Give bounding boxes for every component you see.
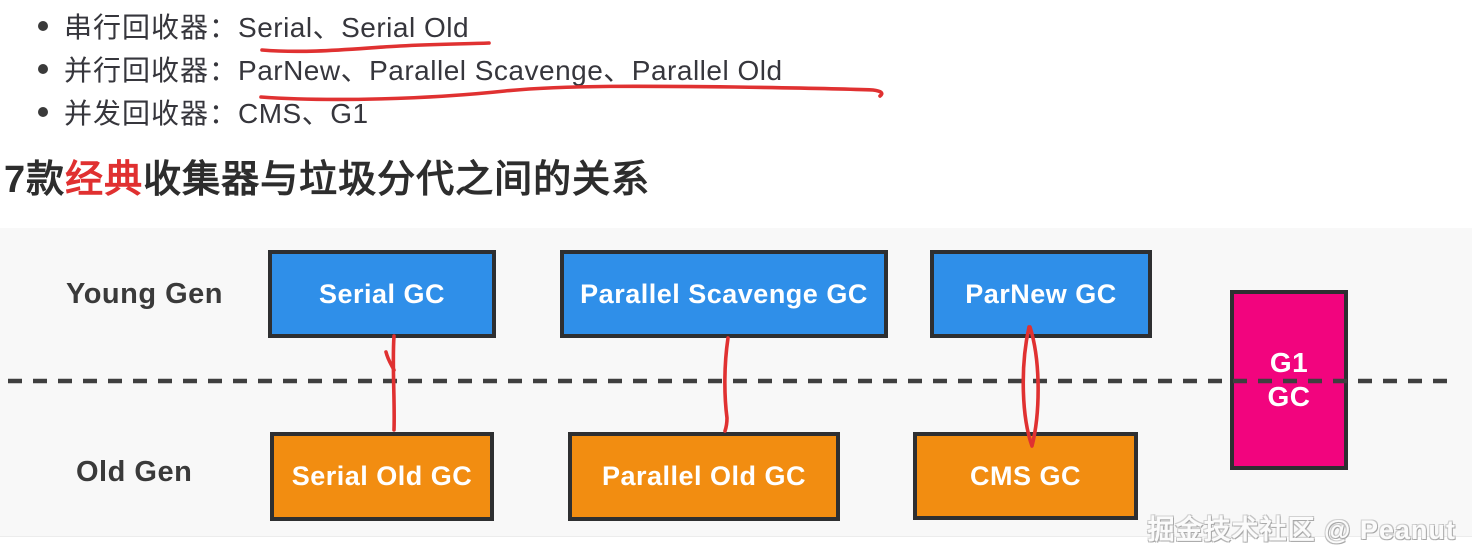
list-item: 串行回收器： Serial、Serial Old — [38, 4, 783, 47]
bullet-label: 并发回收器： — [64, 97, 239, 129]
heading-suffix: 收集器与垃圾分代之间的关系 — [143, 159, 651, 201]
box-serial-gc: Serial GC — [268, 250, 496, 338]
watermark: 掘金技术社区 @ Peanut — [1147, 515, 1456, 545]
box-label: Parallel Scavenge GC — [580, 278, 868, 309]
bullet-value: Serial、Serial Old — [238, 11, 470, 43]
old-gen-label: Old Gen — [76, 456, 193, 488]
bullet-value: CMS、G1 — [238, 97, 369, 129]
bullet-icon — [38, 106, 48, 117]
bullet-label: 并行回收器： — [64, 54, 239, 86]
young-gen-label: Young Gen — [66, 278, 224, 310]
box-label-line2: GC — [1267, 381, 1311, 412]
bullet-value: ParNew、Parallel Scavenge、Parallel Old — [238, 54, 783, 86]
box-cms-gc: CMS GC — [913, 432, 1138, 520]
box-g1-gc: G1 GC — [1230, 290, 1348, 470]
box-label: Serial Old GC — [291, 461, 473, 491]
gc-generation-diagram: Young Gen Old Gen Serial GC Parallel Sca… — [0, 228, 1472, 537]
heading-highlight: 经典 — [65, 159, 144, 201]
box-label: Serial GC — [318, 278, 446, 309]
list-item: 并行回收器： ParNew、Parallel Scavenge、Parallel… — [38, 47, 783, 90]
bullet-icon — [38, 63, 48, 74]
box-label-line1: G1 — [1269, 347, 1309, 378]
box-parnew-gc: ParNew GC — [930, 250, 1152, 338]
box-label: ParNew GC — [965, 278, 1117, 309]
generation-divider-dashed-line — [8, 378, 1450, 384]
list-item: 并发回收器： CMS、G1 — [38, 90, 783, 133]
box-label: CMS GC — [970, 460, 1081, 491]
box-label: Parallel Old GC — [601, 461, 807, 491]
page-title: 7款经典收集器与垃圾分代之间的关系 — [4, 148, 650, 203]
heading-prefix: 7款 — [4, 159, 66, 201]
bullet-icon — [38, 20, 48, 31]
box-serial-old-gc: Serial Old GC — [270, 432, 494, 521]
bullet-label: 串行回收器： — [64, 11, 239, 43]
box-parallel-old-gc: Parallel Old GC — [568, 432, 840, 521]
box-parallel-scavenge-gc: Parallel Scavenge GC — [560, 250, 888, 338]
gc-summary-list: 串行回收器： Serial、Serial Old 并行回收器： ParNew、P… — [38, 4, 783, 133]
